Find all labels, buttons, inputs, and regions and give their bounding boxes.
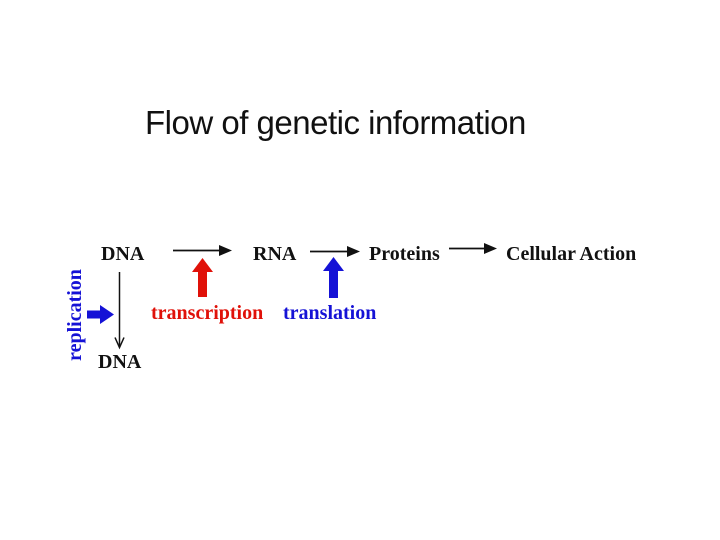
- proteins-to-cellular-action-arrow-icon: [449, 243, 497, 254]
- node-rna: RNA: [253, 243, 297, 265]
- translation-up-arrow-icon: [323, 257, 344, 298]
- node-dna-top: DNA: [101, 243, 145, 265]
- node-proteins: Proteins: [369, 243, 440, 265]
- slide-title: Flow of genetic information: [145, 104, 526, 141]
- dna-to-dna-down-arrow-icon: [114, 272, 125, 350]
- replication-right-arrow-icon: [87, 305, 114, 324]
- transcription-up-arrow-icon: [192, 258, 213, 297]
- transcription-label: transcription: [151, 302, 264, 324]
- node-cellular-action: Cellular Action: [506, 243, 637, 265]
- replication-label: replication: [64, 269, 86, 361]
- node-dna-bottom: DNA: [98, 351, 142, 373]
- dna-to-rna-arrow-icon: [173, 245, 232, 256]
- translation-label: translation: [283, 302, 377, 324]
- rna-to-proteins-arrow-icon: [310, 246, 360, 257]
